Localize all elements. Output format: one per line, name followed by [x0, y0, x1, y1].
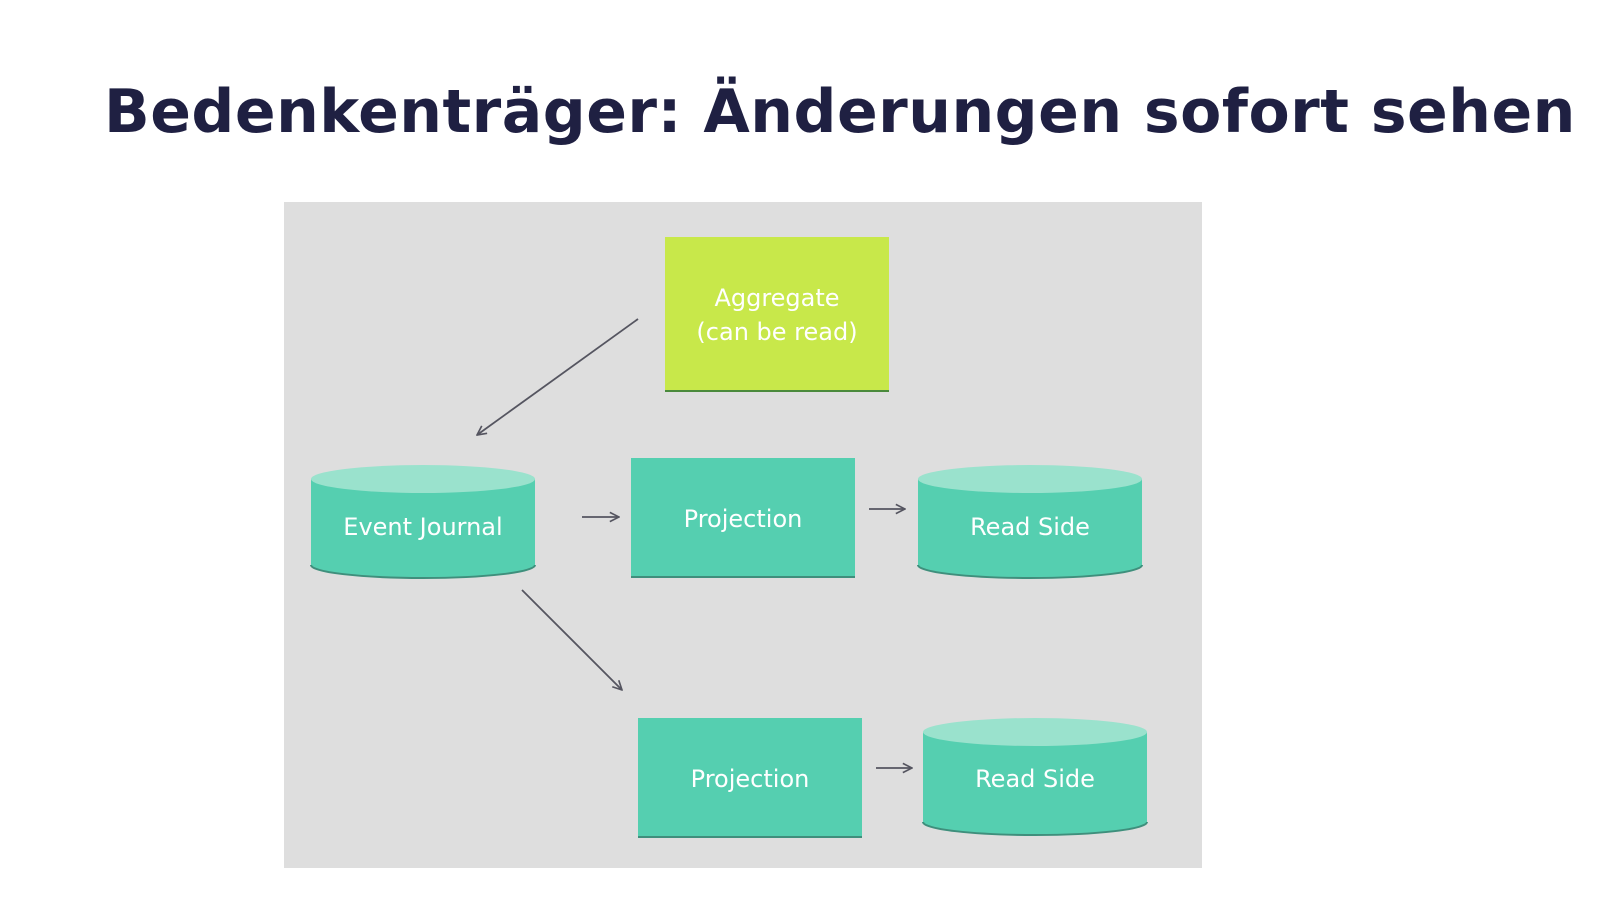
slide-title: Bedenkenträger: Änderungen sofort sehen	[104, 77, 1576, 147]
aggregate-label-line1: Aggregate	[714, 284, 839, 312]
projection-bottom-label: Projection	[691, 765, 810, 793]
arrow-journal-to-projection-bottom	[521, 589, 622, 690]
read-side-top-label: Read Side	[970, 513, 1090, 541]
projection-bottom-box: Projection	[638, 718, 862, 838]
event-journal-cylinder: Event Journal	[310, 465, 536, 579]
diagram-canvas: Aggregate (can be read) Event Journal Pr…	[284, 202, 1202, 868]
read-side-bottom-cylinder: Read Side	[922, 718, 1148, 836]
projection-top-label: Projection	[684, 505, 803, 533]
diagram-svg: Aggregate (can be read) Event Journal Pr…	[310, 237, 1148, 838]
projection-top-box: Projection	[631, 458, 855, 578]
read-side-top-cylinder: Read Side	[917, 465, 1143, 579]
arrow-aggregate-to-journal	[477, 318, 639, 435]
event-journal-label: Event Journal	[343, 513, 502, 541]
read-side-bottom-label: Read Side	[975, 765, 1095, 793]
aggregate-box: Aggregate (can be read)	[665, 237, 889, 392]
aggregate-label-line2: (can be read)	[696, 318, 857, 346]
